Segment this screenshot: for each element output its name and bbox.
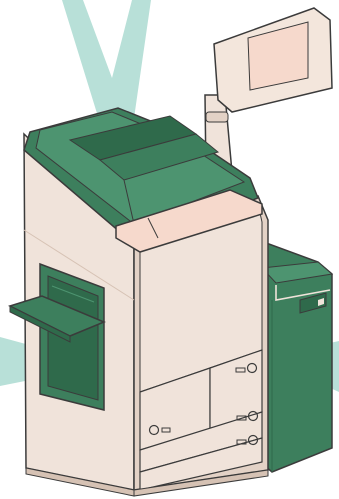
side-paper-deck bbox=[258, 240, 332, 472]
control-panel bbox=[205, 8, 332, 178]
side-output-slot bbox=[40, 264, 104, 410]
